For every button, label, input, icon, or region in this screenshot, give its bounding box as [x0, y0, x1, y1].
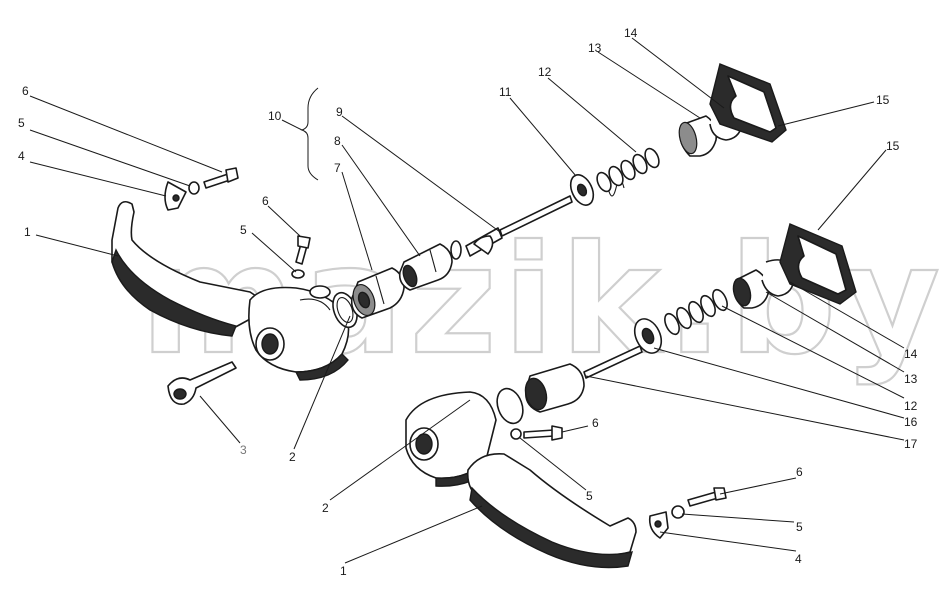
callout-7: 7 [334, 161, 341, 175]
gasket-plate-upper [709, 63, 787, 143]
bolt-upper-mid [295, 235, 311, 265]
key [167, 361, 237, 405]
callout-15-upper: 15 [876, 93, 890, 107]
washer-lower-mid [510, 428, 522, 440]
bushing-lower [732, 269, 770, 309]
callout-5-lower-mid: 5 [586, 489, 593, 503]
callout-10: 10 [268, 109, 282, 123]
callout-17: 17 [904, 437, 918, 451]
callout-12-lower: 12 [904, 399, 918, 413]
callout-14-upper: 14 [624, 26, 638, 40]
callout-5-upper-mid: 5 [240, 223, 247, 237]
bolt-upper-left [203, 167, 239, 189]
callout-4-lower: 4 [795, 552, 802, 566]
callout-13-lower: 13 [904, 372, 918, 386]
callout-1-upper: 1 [24, 225, 31, 239]
callout-12-upper: 12 [538, 65, 552, 79]
shaft [465, 195, 573, 257]
spring-upper [596, 147, 660, 197]
lock-cylinder [350, 267, 405, 319]
lock-housing-upper [248, 285, 350, 381]
callout-5-lower-right: 5 [796, 520, 803, 534]
callout-2-upper: 2 [289, 450, 296, 464]
bushing-upper [678, 115, 718, 157]
spring-lower [664, 288, 728, 336]
small-washer [450, 240, 462, 260]
callout-3: 3 [240, 443, 247, 457]
washer-lower [633, 318, 663, 354]
callout-6-upper-left: 6 [22, 84, 29, 98]
handle-lower [466, 453, 637, 569]
callout-4-upper: 4 [18, 149, 25, 163]
callout-1-lower: 1 [340, 564, 347, 578]
cylinder-lower [524, 345, 643, 413]
washer-11 [569, 174, 595, 206]
callout-labels: 1 1 2 2 3 4 4 5 5 5 5 6 6 6 6 7 8 9 10 1… [18, 26, 918, 578]
callout-8: 8 [334, 134, 341, 148]
bracket-10 [300, 87, 319, 181]
callout-11: 11 [499, 85, 512, 99]
callout-6-upper-mid: 6 [262, 194, 269, 208]
lock-housing-lower [405, 391, 497, 487]
leader-lines [29, 37, 905, 564]
handle-upper [111, 200, 263, 337]
callout-6-lower-mid: 6 [592, 416, 599, 430]
sleeve [398, 243, 453, 291]
washer-upper-mid [291, 269, 305, 279]
callout-9: 9 [336, 105, 343, 119]
callout-13-upper: 13 [588, 41, 602, 55]
callout-14-lower: 14 [904, 347, 918, 361]
bolt-lower-mid [523, 425, 563, 441]
gasket-plate-lower [779, 223, 857, 305]
callout-2-lower: 2 [322, 501, 329, 515]
callout-15-lower: 15 [886, 139, 900, 153]
callout-6-lower-right: 6 [796, 465, 803, 479]
bolt-lower-right [687, 487, 727, 507]
washer-lower-right [671, 505, 685, 519]
callout-16: 16 [904, 415, 918, 429]
gasket-ring-lower [496, 387, 524, 425]
callout-5-upper-left: 5 [18, 116, 25, 130]
washer-upper-left [188, 181, 200, 195]
